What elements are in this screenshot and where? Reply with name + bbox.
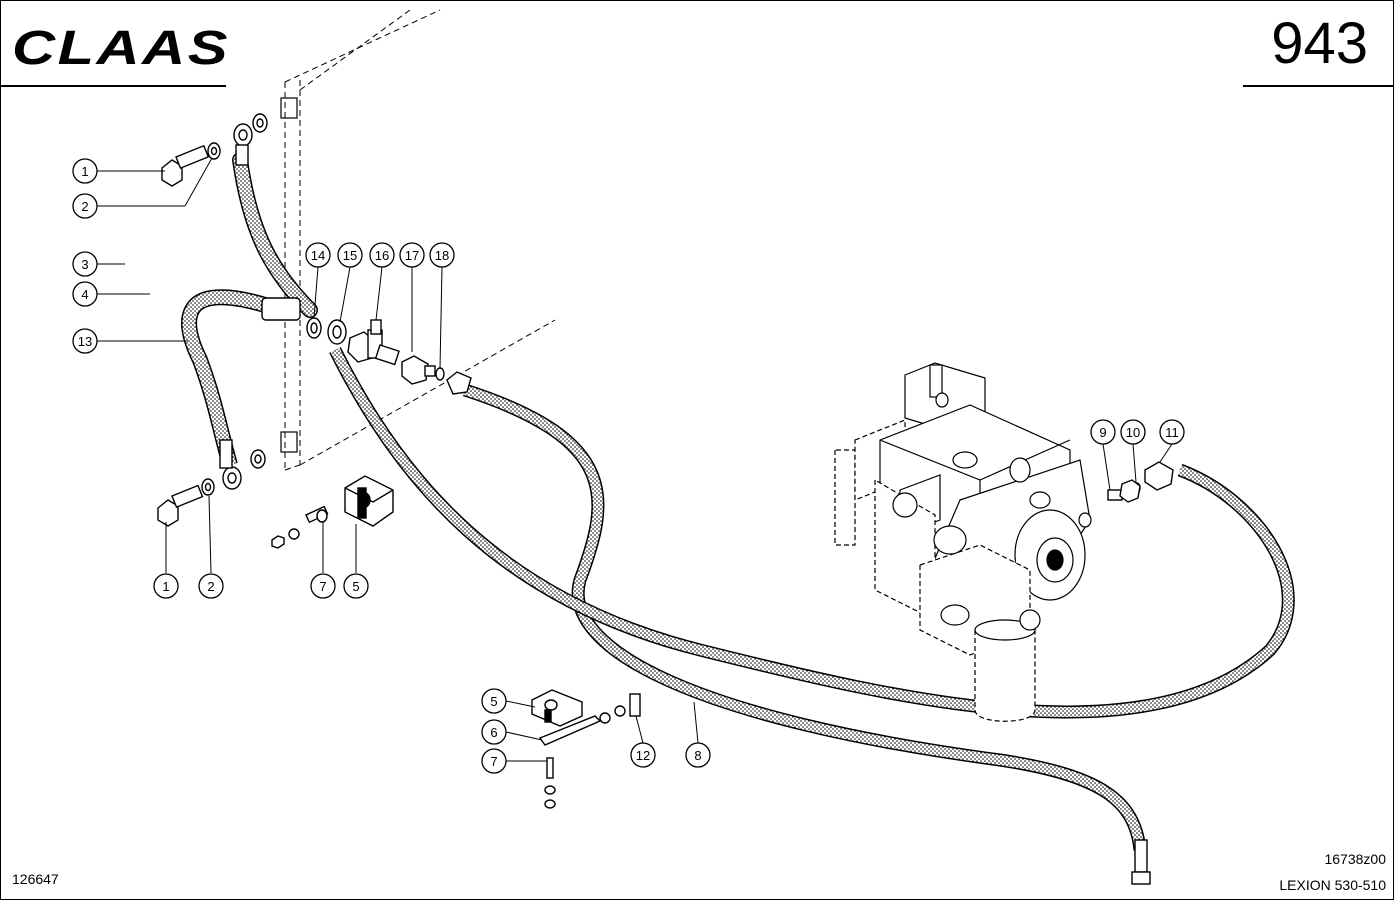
svg-text:15: 15 (343, 248, 357, 263)
svg-text:18: 18 (435, 248, 449, 263)
svg-text:7: 7 (319, 579, 326, 594)
svg-text:11: 11 (1165, 425, 1179, 440)
svg-text:17: 17 (405, 248, 419, 263)
svg-text:13: 13 (78, 334, 92, 349)
callout-8: 8 (685, 742, 711, 768)
svg-text:2: 2 (207, 579, 214, 594)
callout-11: 11 (1159, 419, 1185, 445)
callout-6: 6 (481, 719, 507, 745)
brand-logo: CLAAS (12, 22, 230, 75)
callout-2-upper: 2 (72, 193, 98, 219)
clamp-block-lower (531, 689, 641, 809)
hose-13 (181, 289, 268, 468)
callout-7-lower: 7 (481, 748, 507, 774)
hose-8 (463, 383, 1147, 851)
oil-cooler (280, 9, 556, 471)
callout-9: 9 (1090, 419, 1116, 445)
leader-lines (97, 157, 1173, 762)
svg-text:2: 2 (81, 199, 88, 214)
header-rule-left (0, 85, 226, 87)
svg-text:5: 5 (352, 579, 359, 594)
callout-7-upper: 7 (310, 573, 336, 599)
hose-fittings (219, 123, 1151, 885)
machine-model: LEXION 530-510 (1279, 877, 1386, 893)
svg-text:12: 12 (636, 748, 650, 763)
callout-5-lower: 5 (481, 688, 507, 714)
brand-logo-text: CLAAS (12, 22, 230, 75)
callout-12: 12 (630, 742, 656, 768)
callout-1-lower: 1 (153, 573, 179, 599)
clamp-block-upper (344, 475, 394, 527)
header-rule-right (1243, 85, 1394, 87)
page-number: 943 (1271, 11, 1368, 76)
callout-17: 17 (399, 242, 425, 268)
svg-text:1: 1 (81, 164, 88, 179)
svg-text:1: 1 (162, 579, 169, 594)
callout-15: 15 (337, 242, 363, 268)
callout-14: 14 (305, 242, 331, 268)
connector-fittings (347, 319, 436, 385)
hose-main (329, 347, 1295, 719)
bolts (157, 144, 329, 549)
svg-text:5: 5 (490, 694, 497, 709)
pump-fittings (1107, 461, 1174, 503)
callout-5-upper: 5 (343, 573, 369, 599)
svg-text:4: 4 (81, 287, 88, 302)
callout-3: 3 (72, 251, 98, 277)
svg-text:3: 3 (81, 257, 88, 272)
washers (201, 113, 1141, 496)
svg-text:14: 14 (311, 248, 325, 263)
svg-text:10: 10 (1126, 425, 1140, 440)
hose-upper (232, 152, 318, 318)
svg-text:6: 6 (490, 725, 497, 740)
image-reference: 126647 (12, 871, 59, 887)
hydraulic-pump (834, 362, 1092, 722)
svg-text:7: 7 (490, 754, 497, 769)
callout-1-upper: 1 (72, 158, 98, 184)
callouts: 1 2 3 4 13 14 15 16 17 18 1 2 7 5 9 10 1… (72, 158, 1185, 774)
svg-text:8: 8 (694, 748, 701, 763)
svg-text:16: 16 (375, 248, 389, 263)
callout-4: 4 (72, 281, 98, 307)
svg-text:9: 9 (1099, 425, 1106, 440)
callout-18: 18 (429, 242, 455, 268)
callout-10: 10 (1120, 419, 1146, 445)
drawing-reference: 16738z00 (1324, 851, 1386, 867)
callout-2-lower: 2 (198, 573, 224, 599)
callout-16: 16 (369, 242, 395, 268)
callout-13: 13 (72, 328, 98, 354)
